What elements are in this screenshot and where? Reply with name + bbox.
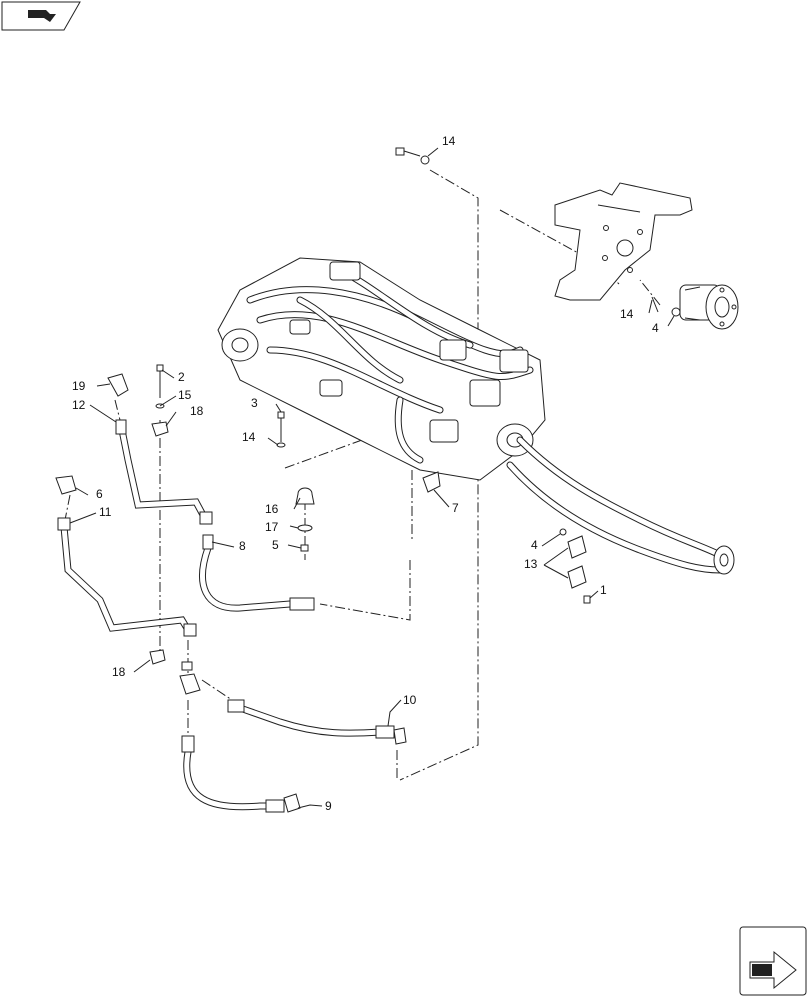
- callout-7: 7: [452, 501, 459, 515]
- callout-2: 2: [178, 370, 185, 384]
- callout-11: 11: [99, 505, 112, 519]
- fitting-6: [55, 475, 77, 495]
- mount-16: [295, 487, 315, 505]
- callout-15: 15: [178, 388, 192, 402]
- leader-lines: [64, 169, 661, 781]
- callout-18-bottom: 18: [112, 665, 126, 679]
- mounting-bracket: [554, 182, 693, 301]
- washer-14-mid: [276, 442, 286, 448]
- callout-4: 4: [531, 538, 538, 552]
- tube-12: [115, 419, 213, 525]
- main-hoses-right: [506, 436, 735, 575]
- fitting-7: [422, 471, 441, 493]
- hose-9: [181, 735, 301, 813]
- callout-3: 3: [251, 396, 258, 410]
- callout-13: 13: [524, 557, 538, 571]
- callout-17: 17: [265, 520, 279, 534]
- bolt-2: [156, 364, 164, 398]
- callout-14-top: 14: [442, 134, 456, 148]
- callout-16: 16: [265, 502, 279, 516]
- callout-1: 1: [600, 583, 607, 597]
- clip-18-top: [151, 421, 169, 437]
- hose-8: [199, 534, 315, 612]
- elbow-19: [107, 373, 129, 397]
- nut-1: [583, 595, 591, 604]
- clamp-13-bottom: [567, 565, 587, 589]
- clamp-13-top: [567, 535, 587, 559]
- nut-5-mid: [300, 544, 309, 552]
- nut-5-right: [671, 307, 681, 317]
- bolt-4: [559, 528, 567, 536]
- callout-19: 19: [72, 379, 86, 393]
- washer-17: [297, 524, 313, 532]
- callout-5-mid: 5: [272, 538, 279, 552]
- transmission-assembly: [217, 257, 546, 481]
- callout-labels: 14 14 4 2 19 15 12 3 18 14 6 7 16 11 17 …: [72, 134, 659, 813]
- callout-18-top: 18: [190, 404, 204, 418]
- bolt-3: [277, 411, 285, 442]
- callout-9: 9: [325, 799, 332, 813]
- hose-10: [227, 699, 407, 745]
- bolt-14-top: [395, 147, 430, 165]
- callout-6: 6: [96, 487, 103, 501]
- clip-18-bottom: [149, 649, 166, 665]
- callout-leaders: [69, 147, 675, 809]
- bolt-14-right: [651, 296, 659, 313]
- callout-14-right: 14: [620, 307, 634, 321]
- tee-fitting: [179, 661, 201, 695]
- callout-14-mid: 14: [242, 430, 256, 444]
- next-page-arrow-icon[interactable]: [739, 926, 807, 996]
- hydraulic-motor: [679, 284, 739, 330]
- callout-8: 8: [239, 539, 246, 553]
- tube-11: [57, 517, 197, 637]
- callout-10: 10: [403, 693, 417, 707]
- callout-12: 12: [72, 398, 86, 412]
- book-reference-icon[interactable]: [1, 1, 81, 31]
- callout-5-right: 4: [652, 321, 659, 335]
